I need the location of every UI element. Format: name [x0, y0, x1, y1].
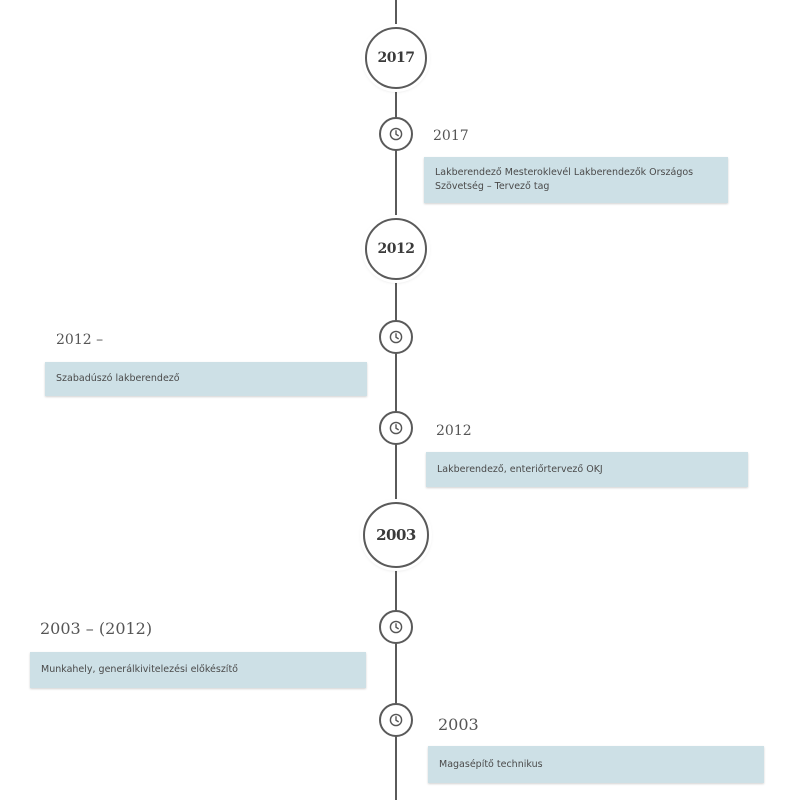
event-date: 2012 [436, 423, 472, 439]
event-description: Magasépítő technikus [439, 758, 543, 770]
event-card: Lakberendező Mesteroklevél Lakberendezők… [424, 157, 728, 203]
event-date: 2017 [433, 128, 469, 144]
event-card: Munkahely, generálkivitelezési előkészít… [30, 652, 366, 688]
event-description: Munkahely, generálkivitelezési előkészít… [41, 664, 238, 675]
event-date: 2012 – [56, 332, 104, 348]
year-marker-label: 2017 [377, 50, 415, 66]
clock-icon [389, 620, 403, 634]
event-card: Lakberendező, enteriőrtervező OKJ [426, 452, 748, 487]
event-card: Magasépítő technikus [428, 746, 764, 783]
clock-icon [389, 127, 403, 141]
event-node [379, 411, 413, 445]
clock-icon [389, 713, 403, 727]
event-description: Lakberendező Mesteroklevél Lakberendezők… [435, 167, 694, 192]
event-description: Lakberendező, enteriőrtervező OKJ [437, 463, 603, 475]
event-node [379, 703, 413, 737]
event-card: Szabadúszó lakberendező [45, 362, 367, 396]
event-node [379, 320, 413, 354]
timeline-axis [395, 0, 397, 800]
year-marker-2017: 2017 [365, 27, 427, 89]
event-node [379, 117, 413, 151]
clock-icon [389, 421, 403, 435]
year-marker-2003: 2003 [363, 502, 429, 568]
year-marker-label: 2003 [376, 526, 416, 544]
event-node [379, 610, 413, 644]
year-marker-2012: 2012 [365, 218, 427, 280]
clock-icon [389, 330, 403, 344]
event-description: Szabadúszó lakberendező [56, 373, 180, 384]
year-marker-label: 2012 [377, 241, 415, 257]
event-date: 2003 – (2012) [40, 619, 153, 638]
event-date: 2003 [438, 715, 479, 734]
